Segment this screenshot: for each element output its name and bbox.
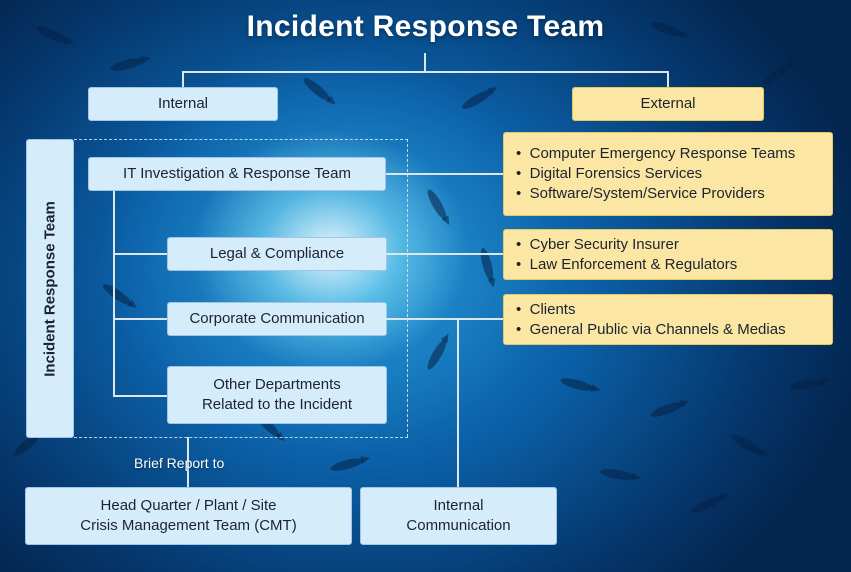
bullet: •: [516, 185, 522, 202]
fish-shape: [424, 337, 450, 372]
fish-shape: [100, 281, 134, 308]
connector-line: [182, 71, 668, 73]
external-group-3: • Clients • General Public via Channels …: [503, 294, 833, 345]
internal-communication-line-2: Communication: [406, 517, 511, 534]
connector-line: [182, 71, 184, 88]
side-label: Incident Response Team: [41, 200, 59, 377]
fish-shape: [730, 432, 764, 457]
external-item-label: Software/System/Service Providers: [529, 185, 765, 202]
connector-line: [113, 253, 168, 255]
external-item: • Law Enforcement & Regulators: [516, 255, 822, 275]
fish-shape: [559, 375, 595, 394]
connector-line: [386, 173, 504, 175]
corporate-communication-box: Corporate Communication: [167, 302, 387, 336]
connector-line: [187, 437, 189, 487]
external-item: • General Public via Channels & Medias: [516, 320, 822, 340]
external-group-2: • Cyber Security Insurer • Law Enforceme…: [503, 229, 833, 280]
external-group-1: • Computer Emergency Response Teams • Di…: [503, 132, 833, 216]
internal-communication-box: Internal Communication: [360, 487, 557, 545]
connector-line: [113, 318, 168, 320]
external-item-label: Clients: [529, 300, 576, 318]
fish-shape: [424, 187, 450, 222]
fish-shape: [329, 455, 365, 474]
bullet: •: [516, 320, 522, 338]
brief-report-caption: Brief Report to: [134, 455, 225, 471]
cmt-box: Head Quarter / Plant / Site Crisis Manag…: [25, 487, 352, 545]
fish-shape: [760, 61, 794, 88]
fish-shape: [460, 87, 494, 112]
external-item-label: General Public via Channels & Medias: [529, 320, 786, 338]
connector-line: [113, 395, 168, 397]
external-item: • Clients: [516, 300, 822, 320]
external-header: External: [572, 87, 764, 121]
other-departments-line-1: Other Departments: [213, 376, 341, 393]
bullet: •: [516, 165, 522, 182]
connector-line: [424, 53, 426, 73]
dashed-frame-bottom: [74, 437, 408, 438]
fish-shape: [649, 399, 685, 420]
external-item: • Digital Forensics Services: [516, 164, 822, 184]
connector-line: [667, 71, 669, 88]
cmt-line-1: Head Quarter / Plant / Site: [100, 497, 277, 514]
external-item-label: Law Enforcement & Regulators: [529, 255, 738, 273]
fish-shape: [599, 467, 635, 482]
dashed-frame-right: [407, 139, 408, 437]
external-item: • Computer Emergency Response Teams: [516, 144, 822, 164]
connector-line: [457, 318, 459, 488]
bullet: •: [516, 300, 522, 318]
internal-header: Internal: [88, 87, 278, 121]
side-label-box: Incident Response Team: [26, 139, 74, 438]
fish-shape: [109, 55, 145, 74]
external-item-label: Cyber Security Insurer: [529, 235, 679, 253]
other-departments-line-2: Related to the Incident: [201, 396, 353, 413]
external-item: • Cyber Security Insurer: [516, 235, 822, 255]
connector-line: [386, 253, 504, 255]
legal-compliance-box: Legal & Compliance: [167, 237, 387, 271]
fish-shape: [301, 75, 333, 104]
external-item: • Software/System/Service Providers: [516, 184, 822, 204]
it-investigation-box: IT Investigation & Response Team: [88, 157, 386, 191]
other-departments-box: Other Departments Related to the Inciden…: [167, 366, 387, 424]
fish-shape: [789, 377, 825, 392]
connector-line: [113, 190, 115, 397]
dashed-frame-top: [74, 139, 408, 140]
bullet: •: [516, 235, 522, 253]
connector-line: [386, 318, 504, 320]
external-item-label: Computer Emergency Response Teams: [529, 145, 796, 162]
fish-shape: [689, 493, 725, 516]
internal-communication-line-1: Internal: [433, 497, 484, 514]
bullet: •: [516, 255, 522, 273]
diagram-title: Incident Response Team: [246, 10, 605, 43]
bullet: •: [516, 145, 522, 162]
cmt-line-2: Crisis Management Team (CMT): [80, 517, 297, 534]
external-item-label: Digital Forensics Services: [529, 165, 703, 182]
